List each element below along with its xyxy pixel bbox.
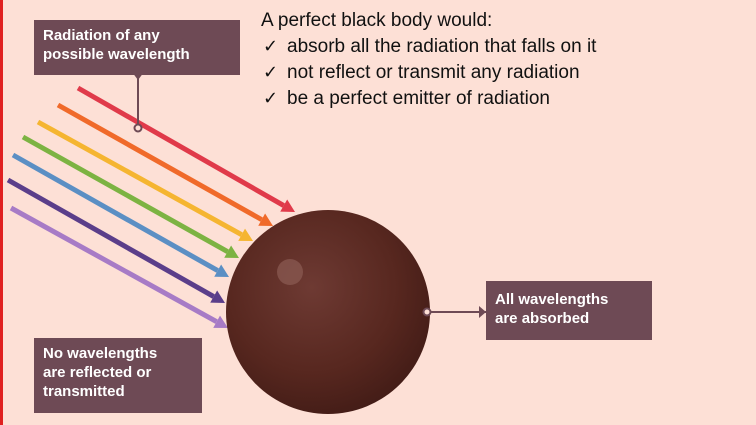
absorbed-callout-dot (424, 309, 431, 316)
black-body-sphere (226, 210, 430, 414)
incoming-callout-dot (135, 125, 142, 132)
property-item: ✓ not reflect or transmit any radiation (261, 60, 596, 86)
not-reflected-label-line-3: transmitted (43, 382, 193, 401)
not-reflected-label-line-1: No wavelengths (43, 344, 193, 363)
property-text: be a perfect emitter of radiation (287, 86, 550, 112)
incoming-label-line-1: Radiation of any (43, 26, 231, 45)
absorbed-label: All wavelengths are absorbed (486, 281, 652, 340)
property-text: not reflect or transmit any radiation (287, 60, 580, 86)
ray-6 (8, 180, 214, 297)
ray-2 (58, 105, 262, 220)
incoming-radiation-label: Radiation of any possible wavelength (34, 20, 240, 75)
sphere-highlight (277, 259, 303, 285)
checkmark-icon: ✓ (263, 34, 287, 60)
properties-title: A perfect black body would: (261, 8, 596, 34)
ray-5 (13, 155, 218, 271)
absorbed-label-line-2: are absorbed (495, 309, 643, 328)
checkmark-icon: ✓ (263, 60, 287, 86)
property-item: ✓ absorb all the radiation that falls on… (261, 34, 596, 60)
property-item: ✓ be a perfect emitter of radiation (261, 86, 596, 112)
property-text: absorb all the radiation that falls on i… (287, 34, 596, 60)
ray-7 (11, 208, 217, 322)
black-body-properties: A perfect black body would: ✓ absorb all… (261, 8, 596, 112)
properties-list: ✓ absorb all the radiation that falls on… (261, 34, 596, 112)
ray-3 (38, 122, 242, 235)
not-reflected-label-line-2: are reflected or (43, 363, 193, 382)
checkmark-icon: ✓ (263, 86, 287, 112)
absorbed-callout-pointer (479, 306, 486, 318)
incoming-label-line-2: possible wavelength (43, 45, 231, 64)
not-reflected-label: No wavelengths are reflected or transmit… (34, 338, 202, 413)
absorbed-label-line-1: All wavelengths (495, 290, 643, 309)
